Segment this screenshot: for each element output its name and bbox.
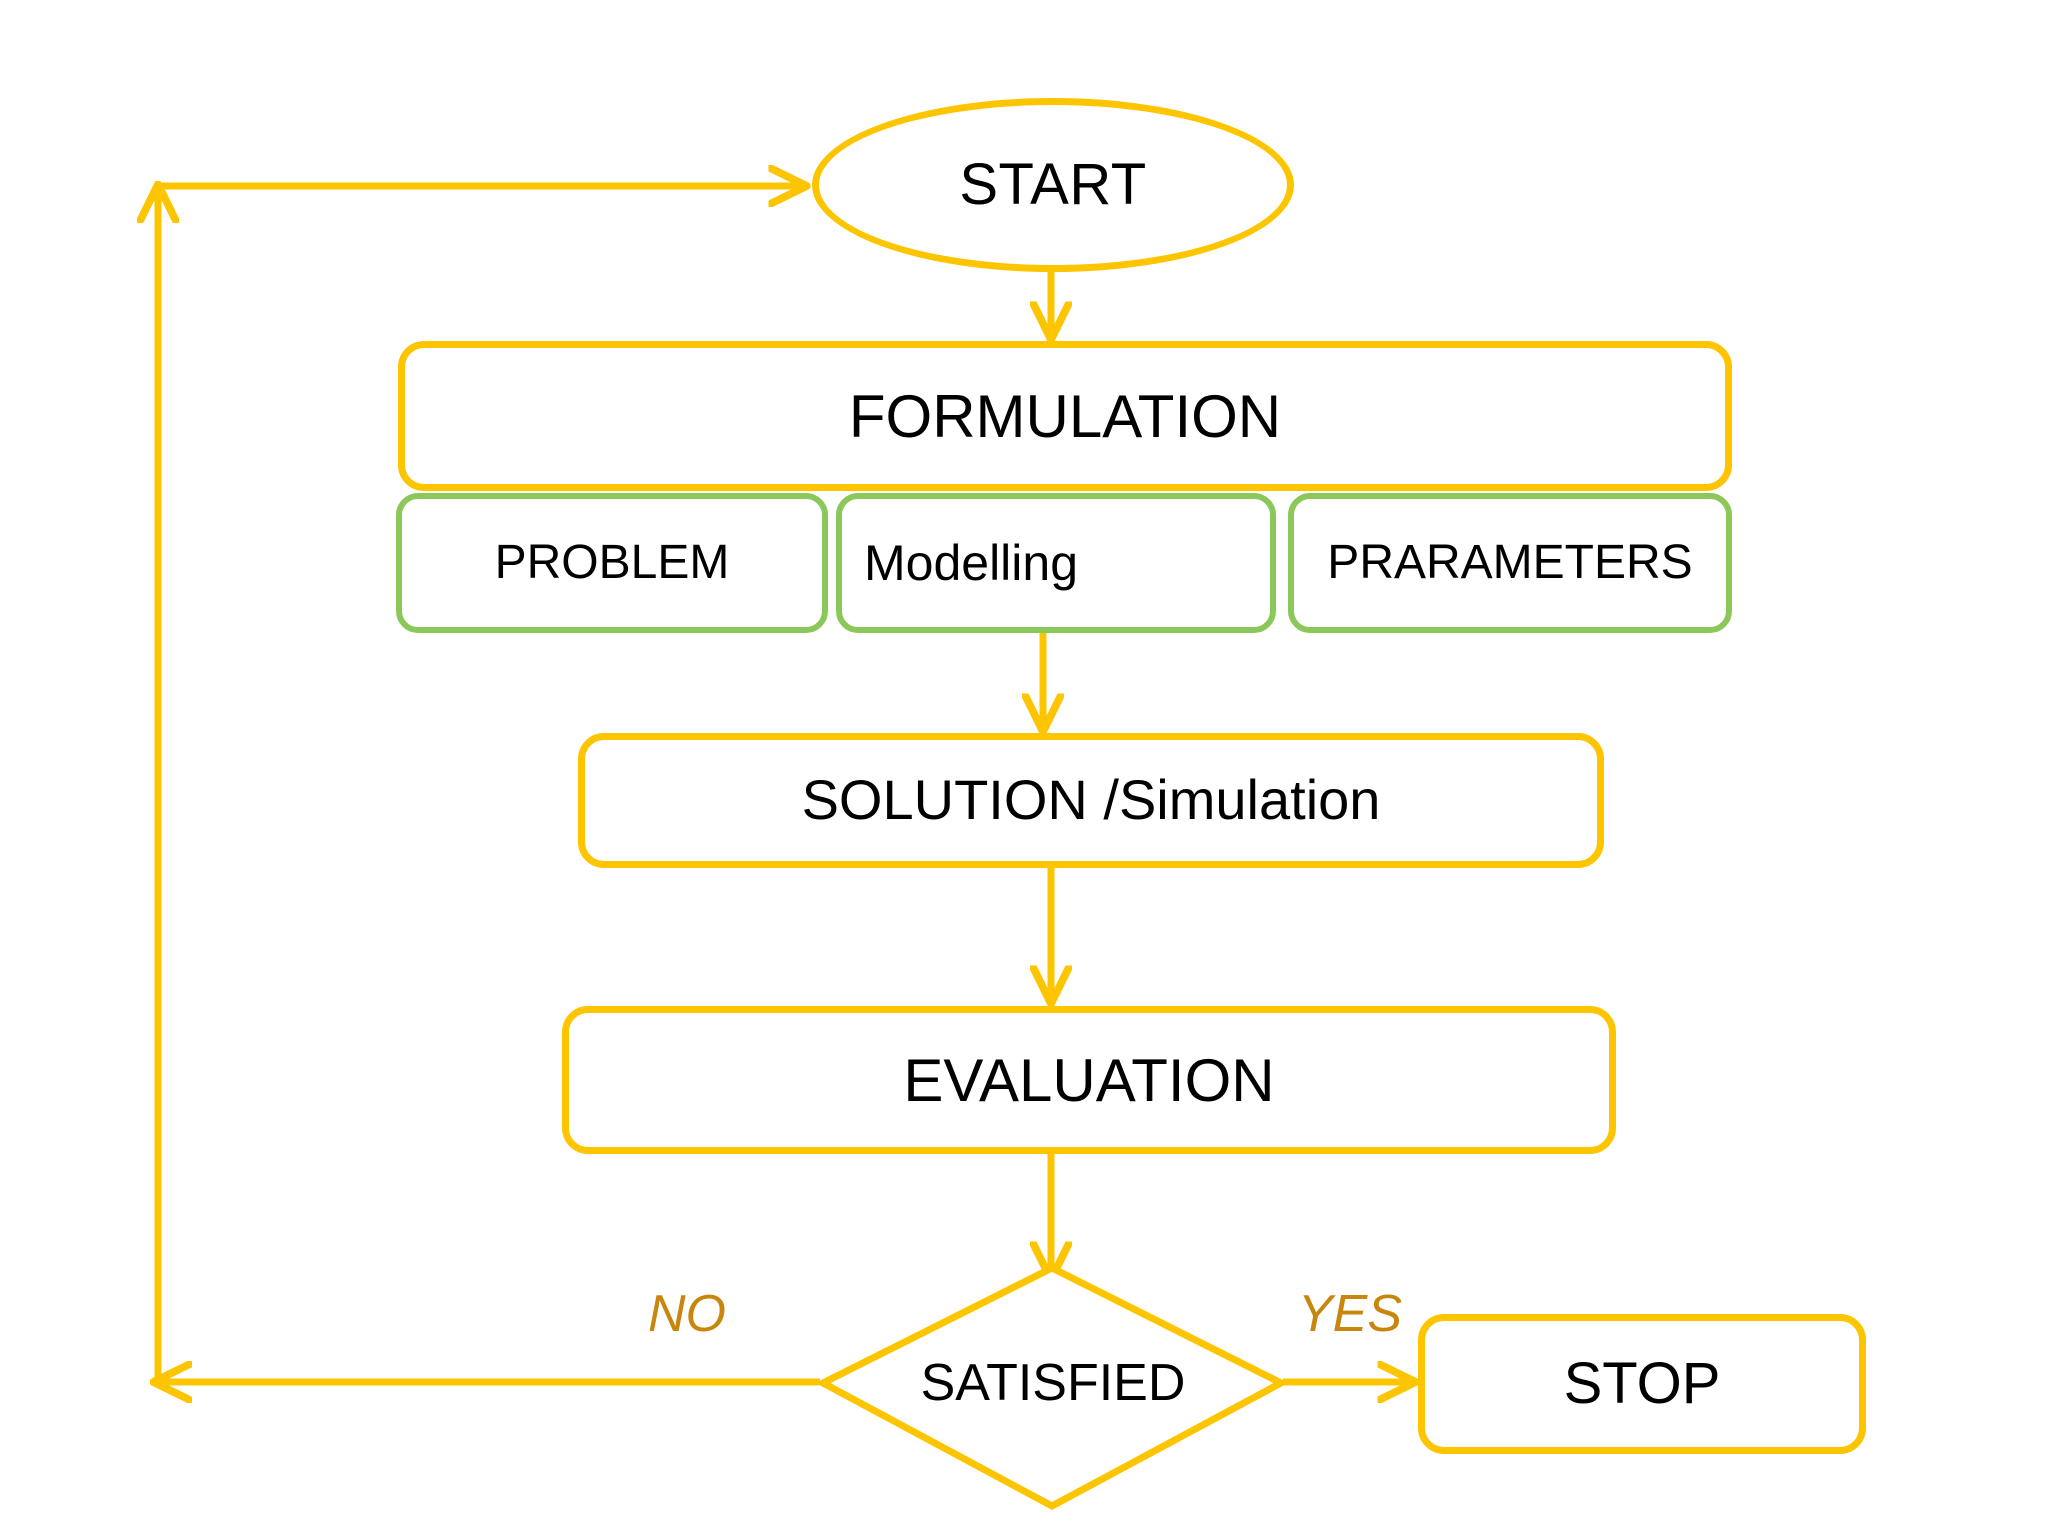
node-parameters-label: PRARAMETERS — [1327, 535, 1693, 589]
node-parameters[interactable]: PRARAMETERS — [1288, 493, 1732, 633]
node-decision-label: SATISFIED — [920, 1353, 1186, 1412]
node-problem[interactable]: PROBLEM — [396, 493, 828, 633]
node-solution-label: SOLUTION /Simulation — [801, 768, 1381, 832]
node-start-label: START — [959, 151, 1147, 217]
node-start[interactable]: START — [812, 98, 1294, 272]
node-solution[interactable]: SOLUTION /Simulation — [578, 733, 1604, 868]
node-evaluation[interactable]: EVALUATION — [562, 1006, 1616, 1154]
branch-label-no: NO — [648, 1285, 726, 1343]
node-modelling[interactable]: Modelling — [836, 493, 1276, 633]
node-evaluation-label: EVALUATION — [903, 1046, 1275, 1114]
branch-label-yes: YES — [1298, 1285, 1403, 1343]
node-modelling-label: Modelling — [864, 534, 1079, 591]
node-decision-satisfied[interactable]: SATISFIED — [820, 1262, 1286, 1506]
node-stop[interactable]: STOP — [1418, 1314, 1866, 1454]
node-problem-label: PROBLEM — [494, 535, 730, 589]
node-stop-label: STOP — [1563, 1350, 1721, 1416]
node-formulation[interactable]: FORMULATION — [398, 341, 1732, 491]
node-formulation-label: FORMULATION — [848, 382, 1282, 450]
